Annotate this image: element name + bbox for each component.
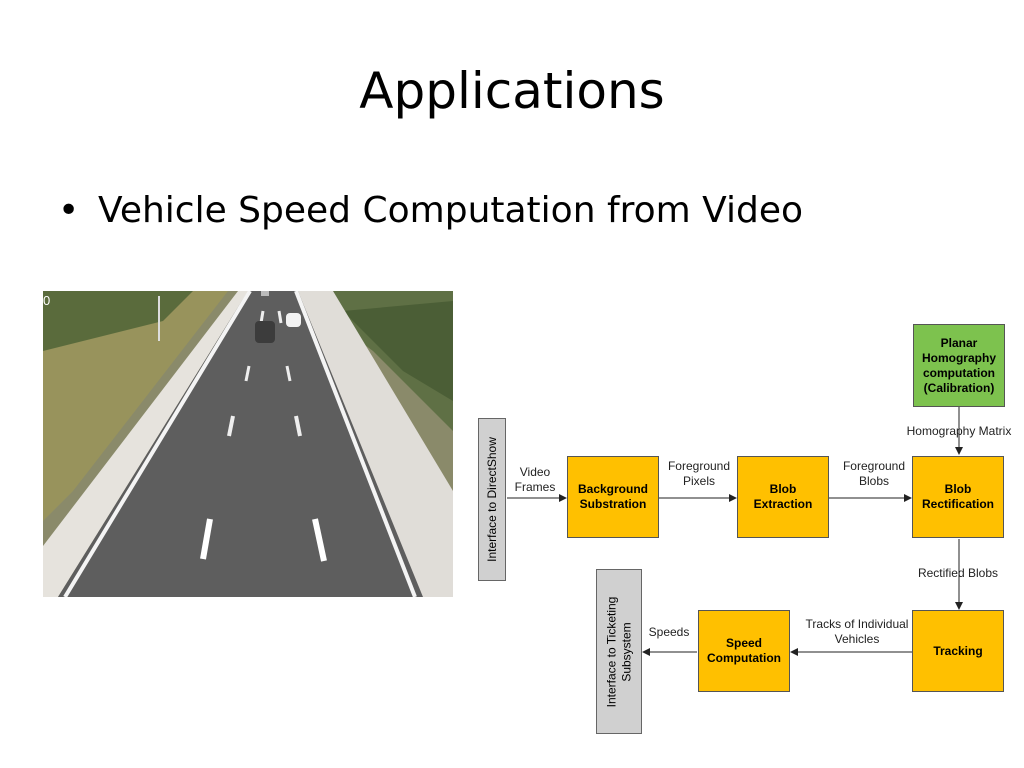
- vehicle-white: [286, 313, 301, 327]
- blob-extraction-box: Blob Extraction: [737, 456, 829, 538]
- blob-rectification-label: Blob Rectification: [921, 482, 994, 511]
- vehicle-distant: [261, 291, 269, 296]
- interface-ticketing-line2: Subsystem: [619, 621, 634, 682]
- edge-label-tracks: Tracks of Individual Vehicles: [805, 617, 909, 646]
- speed-computation-box: Speed Computation: [698, 610, 790, 692]
- tracking-box: Tracking: [912, 610, 1004, 692]
- interface-directshow-box: Interface to DirectShow: [478, 418, 506, 581]
- interface-ticketing-label: Interface to Ticketing Subsystem: [604, 596, 634, 707]
- bullet-item: • Vehicle Speed Computation from Video: [58, 190, 803, 231]
- edge-label-speeds: Speeds: [648, 625, 690, 639]
- interface-ticketing-line1: Interface to Ticketing: [604, 596, 619, 707]
- left-shoulder: [43, 291, 248, 597]
- planar-homography-box: Planar Homography computation (Calibrati…: [913, 324, 1005, 407]
- speed-computation-label: Speed Computation: [707, 636, 782, 665]
- vehicle-dark: [255, 321, 275, 343]
- edge-label-video-frames: Video Frames: [514, 465, 556, 494]
- planar-homography-label: Planar Homography computation (Calibrati…: [921, 335, 996, 395]
- right-shoulder: [298, 291, 453, 597]
- edge-label-rectified-blobs: Rectified Blobs: [917, 566, 999, 580]
- edge-label-foreground-pixels: Foreground Pixels: [667, 459, 731, 488]
- roadway: [58, 291, 423, 597]
- interface-directshow-label: Interface to DirectShow: [484, 437, 499, 562]
- left-trees: [43, 291, 193, 351]
- left-grass: [43, 291, 228, 521]
- tracking-label: Tracking: [933, 643, 983, 658]
- frame-counter: 0: [43, 293, 50, 308]
- background-substration-label: Background Substration: [577, 482, 648, 511]
- edge-label-foreground-blobs: Foreground Blobs: [842, 459, 906, 488]
- slide-title: Applications: [359, 62, 665, 120]
- edge-label-homography-matrix: Homography Matrix: [906, 424, 1012, 438]
- background-substration-box: Background Substration: [567, 456, 659, 538]
- blob-extraction-label: Blob Extraction: [753, 482, 813, 511]
- interface-ticketing-box: Interface to Ticketing Subsystem: [596, 569, 642, 734]
- bullet-text: Vehicle Speed Computation from Video: [98, 190, 804, 231]
- bullet-marker: •: [58, 190, 80, 231]
- highway-video-frame: 0: [43, 291, 453, 597]
- blob-rectification-box: Blob Rectification: [912, 456, 1004, 538]
